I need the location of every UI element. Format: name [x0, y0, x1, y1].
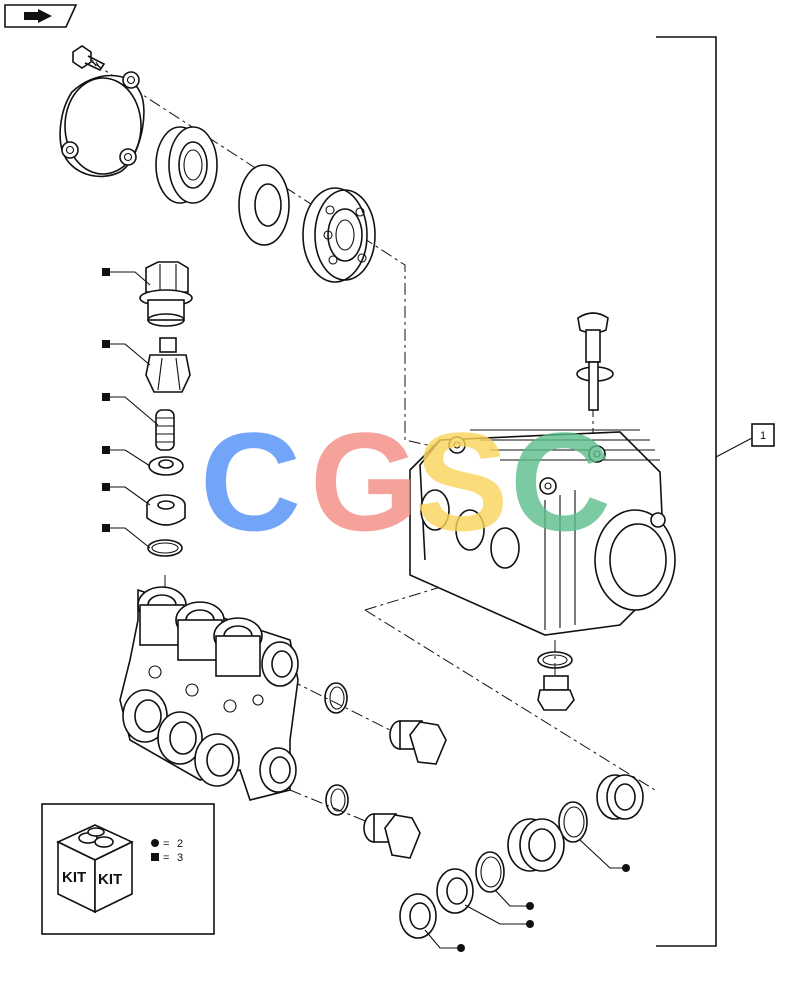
- valve-spring: [155, 409, 175, 451]
- seal-ring-6: [399, 893, 437, 939]
- square-markers: [102, 268, 159, 549]
- seal-ring-1: [596, 774, 644, 820]
- legend-circle-symbol: [151, 839, 159, 847]
- washer: [238, 164, 290, 246]
- watermark-letter-c1: C: [200, 403, 301, 560]
- kit-legend-box: KIT KIT = 2 = 3: [41, 803, 215, 935]
- seal-ring-2: [558, 801, 588, 843]
- seal-ring-4: [475, 851, 505, 893]
- circle-markers: [424, 839, 630, 952]
- assembly-ref-box[interactable]: 1: [751, 423, 775, 447]
- legend-circle-value: 2: [177, 838, 183, 850]
- side-plug-lower: [363, 813, 421, 859]
- valve-disc: [148, 456, 184, 476]
- assembly-ref-label: 1: [760, 430, 766, 442]
- watermark-letter-c2: C: [510, 403, 611, 560]
- kit-label-left: KIT: [62, 869, 86, 886]
- valve-seat: [146, 494, 186, 526]
- seal-ring-5: [436, 868, 474, 914]
- legend-square-value: 3: [177, 852, 183, 864]
- side-plug-upper: [389, 720, 447, 765]
- arrow-icon: [24, 9, 52, 23]
- valve-plug: [139, 261, 193, 327]
- cover-flange: [59, 71, 145, 178]
- svg-text:=: =: [163, 852, 169, 864]
- dipstick: [576, 312, 614, 411]
- back-arrow-tab[interactable]: [4, 4, 78, 28]
- drain-plug: [537, 675, 575, 711]
- legend-square-symbol: [151, 853, 159, 861]
- seal-ring-3: [507, 818, 565, 872]
- watermark-letter-g: G: [310, 403, 419, 560]
- svg-text:=: =: [163, 838, 169, 850]
- bolt: [72, 45, 106, 72]
- crankcase-body: [409, 429, 676, 636]
- watermark: C G S C: [200, 403, 611, 560]
- side-o-ring-lower: [325, 784, 349, 816]
- kit-box-icon: KIT KIT: [56, 824, 134, 914]
- drain-o-ring: [537, 651, 573, 669]
- side-o-ring-upper: [324, 682, 348, 714]
- ball-bearing: [302, 187, 376, 283]
- kit-label-right: KIT: [98, 871, 122, 888]
- assembly-bracket: [656, 36, 753, 947]
- manifold-head: [119, 586, 299, 801]
- watermark-letter-s: S: [415, 403, 508, 560]
- valve-cage: [145, 337, 191, 393]
- o-ring-small: [147, 539, 183, 557]
- seal-ring: [155, 126, 218, 204]
